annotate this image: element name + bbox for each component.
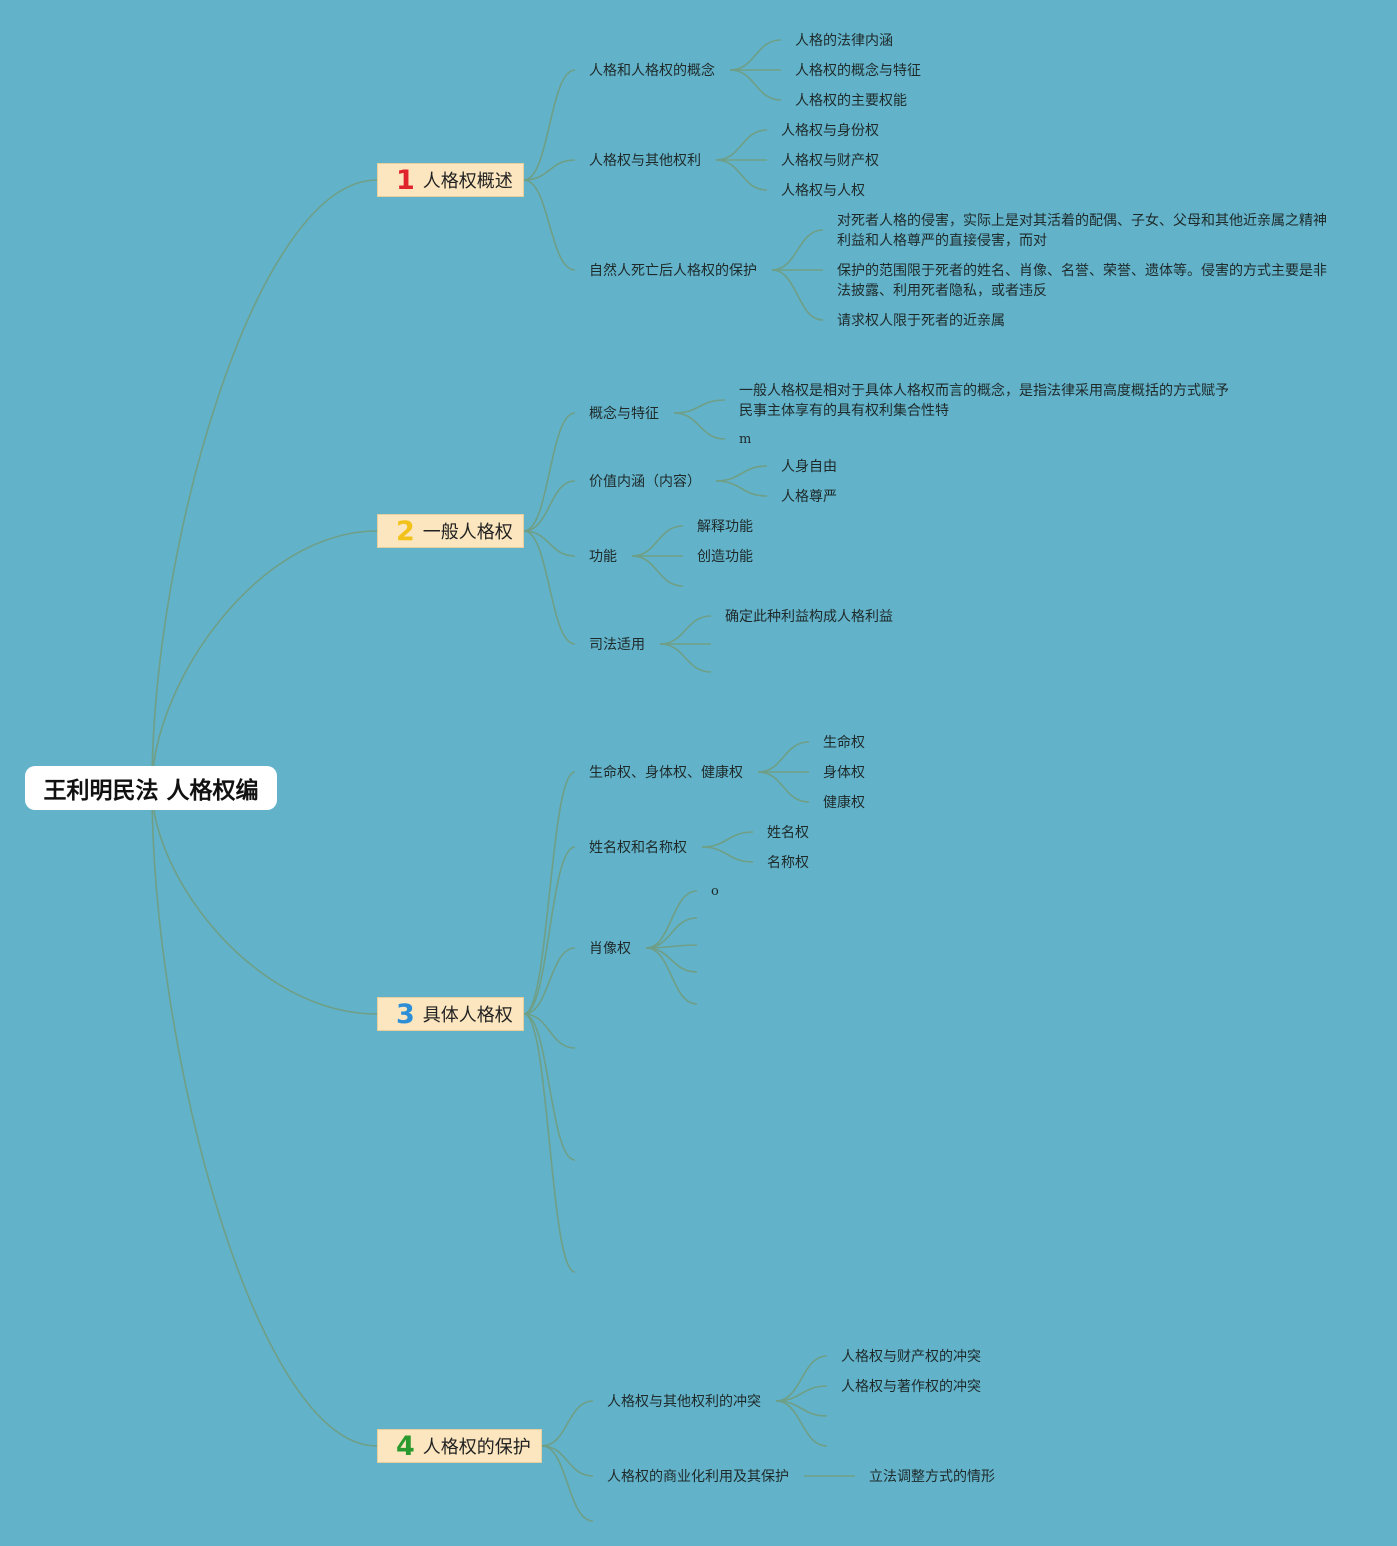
subtopic[interactable]: 人格权的商业化利用及其保护 xyxy=(607,1469,789,1485)
leaf-connector xyxy=(645,947,698,973)
leaf-connector xyxy=(701,831,754,848)
leaf-topic[interactable]: 人格权与著作权的冲突 xyxy=(841,1379,981,1395)
root-connector xyxy=(151,787,378,1447)
leaf-topic[interactable]: 创造功能 xyxy=(697,549,753,565)
branch-1[interactable]: 1 人格权概述 xyxy=(377,163,524,197)
leaf-connector xyxy=(775,1400,828,1447)
subtopic[interactable]: 人格权与其他权利 xyxy=(589,153,701,169)
root-connector xyxy=(151,787,378,1015)
leaf-topic[interactable]: 一般人格权是相对于具体人格权而言的概念，是指法律采用高度概括的方式赋予民事主体享… xyxy=(739,383,1229,419)
leaf-connector xyxy=(775,1355,828,1402)
branch-2[interactable]: 2 一般人格权 xyxy=(377,514,524,548)
leaf-topic[interactable]: o xyxy=(711,884,719,899)
leaf-topic[interactable]: 对死者人格的侵害，实际上是对其活着的配偶、子女、父母和其他近亲属之精神利益和人格… xyxy=(837,213,1327,249)
leaf-connector xyxy=(771,229,824,271)
leaf-topic[interactable]: 人格权与身份权 xyxy=(781,123,879,139)
leaf-topic[interactable]: 请求权人限于死者的近亲属 xyxy=(837,313,1005,329)
branch-label: 人格权的保护 xyxy=(422,1437,531,1458)
subtopic[interactable]: 价值内涵（内容） xyxy=(589,474,701,490)
subtopic[interactable]: 司法适用 xyxy=(589,637,645,653)
subtopic[interactable]: 人格和人格权的概念 xyxy=(589,63,715,79)
leaf-topic[interactable]: 人格尊严 xyxy=(781,489,837,505)
branch-connector xyxy=(541,1445,594,1477)
leaf-connector xyxy=(757,771,810,803)
branch-label: 具体人格权 xyxy=(422,1005,513,1026)
leaf-connector xyxy=(631,555,684,587)
leaf-topic[interactable]: 人格权的主要权能 xyxy=(795,93,907,109)
leaf-connector xyxy=(673,412,726,440)
subtopic[interactable]: 人格权与其他权利的冲突 xyxy=(607,1394,761,1410)
branch-connector xyxy=(523,530,576,557)
leaf-topic[interactable]: 保护的范围限于死者的姓名、肖像、名誉、荣誉、遗体等。侵害的方式主要是非法披露、利… xyxy=(837,263,1327,299)
leaf-topic[interactable]: 人格权的概念与特征 xyxy=(795,63,921,79)
root-title: 王利明民法 人格权编 xyxy=(43,778,259,804)
leaf-connector xyxy=(659,643,712,673)
branch-connector xyxy=(523,1013,576,1161)
branch-connector xyxy=(541,1400,594,1447)
branch-connector xyxy=(523,947,576,1015)
leaf-topic[interactable]: 姓名权 xyxy=(767,825,809,841)
leaf-connector xyxy=(673,399,726,414)
branch-connector xyxy=(523,1013,576,1049)
branch-label: 人格权概述 xyxy=(422,171,513,192)
subtopic[interactable]: 生命权、身体权、健康权 xyxy=(589,765,743,781)
leaf-topic[interactable]: 立法调整方式的情形 xyxy=(869,1469,995,1485)
root-connector xyxy=(151,179,378,789)
branch-connector xyxy=(523,530,576,645)
branch-connector xyxy=(523,69,576,181)
leaf-topic[interactable]: 确定此种利益构成人格利益 xyxy=(725,609,893,625)
branch-connector xyxy=(523,179,576,271)
leaf-connector xyxy=(757,741,810,773)
leaf-topic[interactable]: 人格权与人权 xyxy=(781,183,865,199)
branch-connector xyxy=(523,159,576,181)
leaf-topic[interactable]: 健康权 xyxy=(823,795,865,811)
leaf-connector xyxy=(645,947,698,1005)
leaf-connector xyxy=(631,525,684,557)
leaf-topic[interactable]: m xyxy=(739,432,752,447)
leaf-connector xyxy=(729,69,782,101)
leaf-connector xyxy=(701,846,754,863)
branch-connector xyxy=(523,771,576,1015)
root-connector xyxy=(151,530,378,789)
leaf-connector xyxy=(715,465,768,482)
root-topic[interactable]: 王利明民法 人格权编 xyxy=(25,766,277,810)
subtopic[interactable]: 肖像权 xyxy=(589,941,631,957)
leaf-connector xyxy=(715,159,768,191)
leaf-topic[interactable]: 人格的法律内涵 xyxy=(795,33,893,49)
leaf-connector xyxy=(715,480,768,497)
leaf-topic[interactable]: 解释功能 xyxy=(697,519,753,535)
branch-connector xyxy=(523,480,576,532)
leaf-connector xyxy=(771,269,824,321)
leaf-topic[interactable]: 人格权与财产权的冲突 xyxy=(841,1349,981,1365)
leaf-connector xyxy=(715,129,768,161)
subtopic[interactable]: 概念与特征 xyxy=(589,406,659,422)
subtopic[interactable]: 功能 xyxy=(589,549,617,565)
leaf-topic[interactable]: 身体权 xyxy=(823,765,865,781)
leaf-connector xyxy=(659,615,712,645)
leaf-connector xyxy=(645,917,698,949)
branch-connector xyxy=(541,1445,594,1522)
branch-number: 3 xyxy=(396,998,415,1030)
branch-3[interactable]: 3 具体人格权 xyxy=(377,997,524,1031)
branch-connector xyxy=(523,846,576,1015)
leaf-topic[interactable]: 人格权与财产权 xyxy=(781,153,879,169)
branch-connector xyxy=(523,1013,576,1273)
branch-number: 4 xyxy=(396,1430,415,1462)
subtopic[interactable]: 姓名权和名称权 xyxy=(589,840,687,856)
branch-label: 一般人格权 xyxy=(422,522,513,543)
subtopic[interactable]: 自然人死亡后人格权的保护 xyxy=(589,263,757,279)
leaf-connector xyxy=(645,890,698,949)
leaf-connector xyxy=(729,39,782,71)
branch-connector xyxy=(523,412,576,532)
leaf-topic[interactable]: 名称权 xyxy=(767,855,809,871)
leaf-topic[interactable]: 生命权 xyxy=(823,735,865,751)
branch-number: 1 xyxy=(396,164,415,196)
branch-4[interactable]: 4 人格权的保护 xyxy=(377,1429,542,1463)
leaf-topic[interactable]: 人身自由 xyxy=(781,459,837,475)
branch-number: 2 xyxy=(396,515,415,547)
